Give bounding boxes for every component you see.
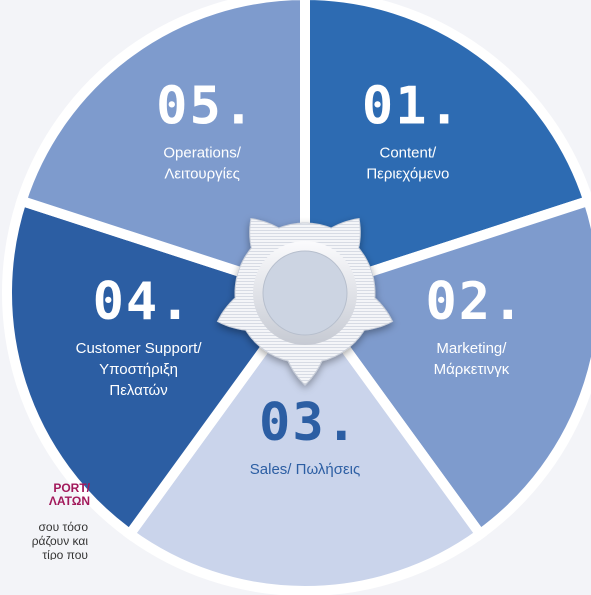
segment-2: 02. Marketing/Μάρκετινγκ: [296, 194, 591, 542]
segment-label-line: Περιεχόμενο: [366, 165, 449, 182]
side-body: σου τόσο ράζουν και τίρο που: [31, 520, 88, 560]
segment-number: 05.: [156, 76, 256, 136]
segment-number: 04.: [93, 272, 193, 332]
segment-label-line: Operations/: [163, 144, 241, 161]
segment-label-line: Content/: [380, 144, 438, 161]
segment-wedge: [122, 284, 488, 595]
side-heading: PORT/ ΛΑΤΩΝ: [48, 481, 90, 508]
segment-number: 02.: [425, 272, 525, 332]
segment-label-line: Πελατών: [109, 382, 167, 399]
segment-number: 03.: [259, 393, 359, 453]
segment-label-line: Μάρκετινγκ: [434, 361, 510, 378]
segment-5: 05. Operations/Λειτουργίες: [15, 0, 310, 300]
center-hub: [216, 218, 394, 386]
segment-wedge: [296, 194, 591, 542]
hub-face: [262, 250, 348, 336]
segment-wedge: [15, 0, 310, 300]
segment-label-line: Υποστήριξη: [99, 361, 178, 378]
side-text-block: PORT/ ΛΑΤΩΝ σου τόσο ράζουν και τίρο που: [0, 481, 100, 561]
segment-label-line: Sales/ Πωλήσεις: [250, 461, 360, 478]
segment-label-line: Customer Support/: [76, 340, 203, 357]
segment-wedge: [2, 194, 314, 542]
segment-3: 03. Sales/ Πωλήσεις: [122, 284, 488, 595]
segment-number: 01.: [362, 76, 462, 136]
segment-label-line: Λειτουργίες: [164, 165, 240, 182]
segment-label-line: Marketing/: [436, 340, 507, 357]
